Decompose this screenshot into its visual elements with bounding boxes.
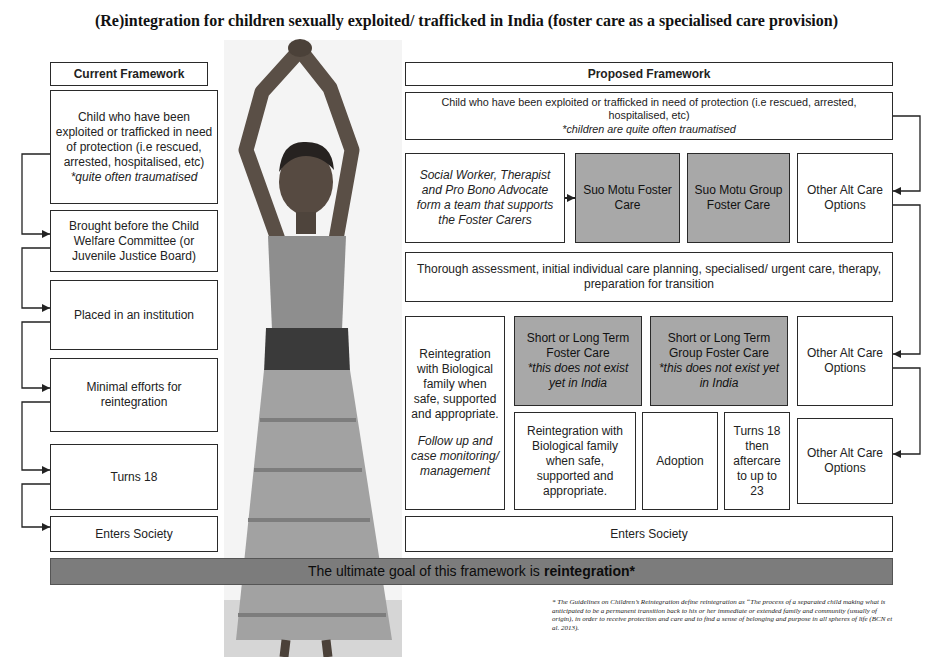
flow-arrow — [22, 154, 50, 234]
box-text: Other Alt Care Options — [802, 183, 888, 213]
text-wrap: Turns 18 then aftercare to up to 23 — [729, 424, 785, 499]
framework-header: Proposed Framework — [405, 62, 893, 86]
process-box: Adoption — [642, 412, 718, 510]
girl-top — [268, 236, 346, 330]
box-text: Enters Society — [55, 527, 213, 542]
box-text: Placed in an institution — [55, 308, 213, 323]
box-text: Suo Motu Group Foster Care — [692, 183, 785, 213]
process-box: Child who have been exploited or traffic… — [405, 92, 893, 140]
text-wrap: Minimal efforts for reintegration — [55, 380, 213, 410]
box-text: reintegration* — [544, 563, 635, 579]
title-bar: (Re)integration for children sexually ex… — [0, 12, 933, 30]
process-box: Other Alt Care Options — [797, 153, 893, 243]
box-text: Other Alt Care Options — [802, 446, 888, 476]
flow-arrow — [565, 197, 575, 199]
process-box: Turns 18 then aftercare to up to 23 — [724, 412, 790, 510]
box-text: Short or Long Term Foster Care — [519, 331, 637, 361]
process-box: Reintegration with Biological family whe… — [514, 412, 636, 510]
goal-band: The ultimate goal of this framework isre… — [50, 558, 893, 585]
girl-sash — [264, 328, 350, 372]
box-text: *quite often traumatised — [55, 170, 213, 185]
box-text: Brought before the Child Welfare Committ… — [55, 219, 213, 264]
process-box: Enters Society — [50, 516, 218, 552]
box-text: Adoption — [647, 454, 713, 469]
box-text: *this does not exist yet in India — [655, 361, 783, 391]
box-text: Other Alt Care Options — [802, 346, 888, 376]
process-box: Thorough assessment, initial individual … — [405, 252, 893, 302]
text-wrap: Other Alt Care Options — [802, 346, 888, 376]
box-text: Social Worker, Therapist and Pro Bono Ad… — [410, 168, 560, 228]
flow-arrow — [22, 248, 50, 308]
text-wrap: Enters Society — [55, 527, 213, 542]
box-text: Proposed Framework — [410, 67, 888, 82]
box-text: Reintegration with Biological family whe… — [519, 424, 631, 499]
process-box: Enters Society — [405, 516, 893, 552]
text-wrap: Short or Long Term Foster Care*this does… — [519, 331, 637, 391]
text-wrap: Reintegration with Biological family whe… — [519, 424, 631, 499]
diagram-title: (Re)integration for children sexually ex… — [95, 12, 838, 30]
process-box: Turns 18 — [50, 444, 218, 510]
girl-hands — [288, 39, 312, 57]
flow-arrow — [893, 368, 920, 454]
girl-neck — [296, 212, 316, 234]
process-box: Minimal efforts for reintegration — [50, 358, 218, 432]
text-wrap: Enters Society — [410, 527, 888, 542]
footnote: * The Guidelines on Children’s Reintegra… — [552, 598, 893, 632]
text-wrap: Short or Long Term Group Foster Care*thi… — [655, 331, 783, 391]
box-text: Child who have been exploited or traffic… — [410, 96, 888, 123]
text-wrap: Thorough assessment, initial individual … — [410, 262, 888, 292]
grey-process-box: Short or Long Term Group Foster Care*thi… — [650, 316, 788, 406]
process-box: Other Alt Care Options — [797, 418, 893, 504]
process-box: Brought before the Child Welfare Committ… — [50, 210, 218, 272]
text-wrap: Child who have been exploited or traffic… — [410, 96, 888, 136]
text-wrap: Suo Motu Group Foster Care — [692, 183, 785, 213]
box-text: Minimal efforts for reintegration — [55, 380, 213, 410]
process-box: Child who have been exploited or traffic… — [50, 90, 218, 204]
box-text: Turns 18 then aftercare to up to 23 — [729, 424, 785, 499]
text-wrap: Turns 18 — [55, 470, 213, 485]
box-text: *children are quite often traumatised — [410, 123, 888, 136]
flow-arrow — [893, 205, 920, 354]
box-text: Follow up and case monitoring/ managemen… — [410, 434, 500, 479]
box-text: Short or Long Term Group Foster Care — [655, 331, 783, 361]
flow-arrow — [22, 402, 50, 470]
box-text: Child who have been exploited or traffic… — [55, 110, 213, 170]
girl-skirt — [236, 370, 392, 640]
process-box: Reintegration with Biological family whe… — [405, 316, 505, 510]
text-wrap: Proposed Framework — [410, 67, 888, 82]
box-text: Turns 18 — [55, 470, 213, 485]
text-wrap: Child who have been exploited or traffic… — [55, 110, 213, 185]
text-wrap: Other Alt Care Options — [802, 183, 888, 213]
box-text: *this does not exist yet in India — [519, 361, 637, 391]
process-box: Placed in an institution — [50, 280, 218, 350]
box-text: Suo Motu Foster Care — [580, 183, 675, 213]
text-wrap: Current Framework — [55, 67, 203, 82]
box-text: Reintegration with Biological family whe… — [410, 347, 500, 422]
grey-process-box: Suo Motu Foster Care — [575, 153, 680, 243]
text-wrap: Reintegration with Biological family whe… — [410, 347, 500, 479]
text-wrap: Suo Motu Foster Care — [580, 183, 675, 213]
girl-hair — [279, 142, 334, 172]
grey-process-box: Short or Long Term Foster Care*this does… — [514, 316, 642, 406]
text-wrap: The ultimate goal of this framework isre… — [55, 563, 888, 581]
process-box: Other Alt Care Options — [797, 316, 893, 406]
text-wrap: Other Alt Care Options — [802, 446, 888, 476]
text-wrap: Adoption — [647, 454, 713, 469]
team-box: Social Worker, Therapist and Pro Bono Ad… — [405, 153, 565, 243]
girl-feet — [284, 640, 328, 657]
box-text: Current Framework — [55, 67, 203, 82]
flow-arrow — [22, 322, 50, 388]
text-wrap: Social Worker, Therapist and Pro Bono Ad… — [410, 168, 560, 228]
box-text: The ultimate goal of this framework is — [308, 563, 540, 579]
text-wrap: Placed in an institution — [55, 308, 213, 323]
grey-process-box: Suo Motu Group Foster Care — [687, 153, 790, 243]
text-wrap: Brought before the Child Welfare Committ… — [55, 219, 213, 264]
skirt-pattern — [238, 420, 386, 615]
box-text: Enters Society — [410, 527, 888, 542]
framework-header: Current Framework — [50, 62, 208, 86]
box-text: Thorough assessment, initial individual … — [410, 262, 888, 292]
flow-arrow — [893, 116, 920, 191]
flow-arrow — [22, 484, 50, 527]
